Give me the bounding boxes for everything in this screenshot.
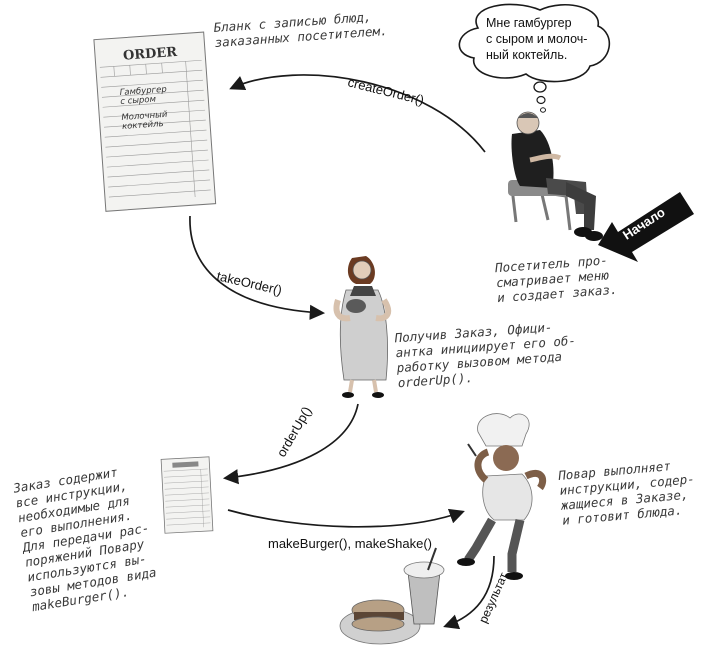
make-food-label: makeBurger(), makeShake() xyxy=(268,536,432,551)
thought-bubble-text: Мне гамбургер с сыром и молоч-ный коктейл… xyxy=(486,15,587,63)
create-order-arrow xyxy=(229,74,486,153)
thought-line: Мне гамбургер xyxy=(486,16,572,30)
note-waitress: Получив Заказ, Офици-антка инициирует ег… xyxy=(394,318,578,390)
create-order-label: createOrder() xyxy=(346,74,425,107)
take-order-arrow xyxy=(189,215,326,320)
start-arrow-badge xyxy=(598,192,694,262)
take-order-label: takeOrder() xyxy=(215,268,283,298)
order-form-item: Гамбургер xyxy=(119,85,167,98)
order-form-item: с сыром xyxy=(120,94,157,107)
order-up-label: orderUp() xyxy=(274,404,315,460)
thought-line: ный коктейль. xyxy=(486,48,568,62)
order-form-large: ORDER Гамбургер с сыром Молочный коктейл… xyxy=(93,31,217,212)
order-form-item: коктейль xyxy=(122,119,164,132)
thought-bubble xyxy=(458,3,611,113)
result-arrow xyxy=(443,555,495,630)
make-food-arrow xyxy=(227,508,465,528)
thought-line: с сыром и молоч- xyxy=(486,32,588,46)
order-form-small xyxy=(160,456,214,534)
result-label: результат xyxy=(476,570,511,625)
order-form-item: Молочный xyxy=(121,110,168,123)
burger-and-shake xyxy=(339,547,445,645)
order-up-arrow xyxy=(222,403,359,485)
cook-figure xyxy=(457,413,547,580)
customer-figure xyxy=(508,111,603,241)
waitress-figure xyxy=(333,256,392,398)
order-form-title: ORDER xyxy=(123,45,178,64)
